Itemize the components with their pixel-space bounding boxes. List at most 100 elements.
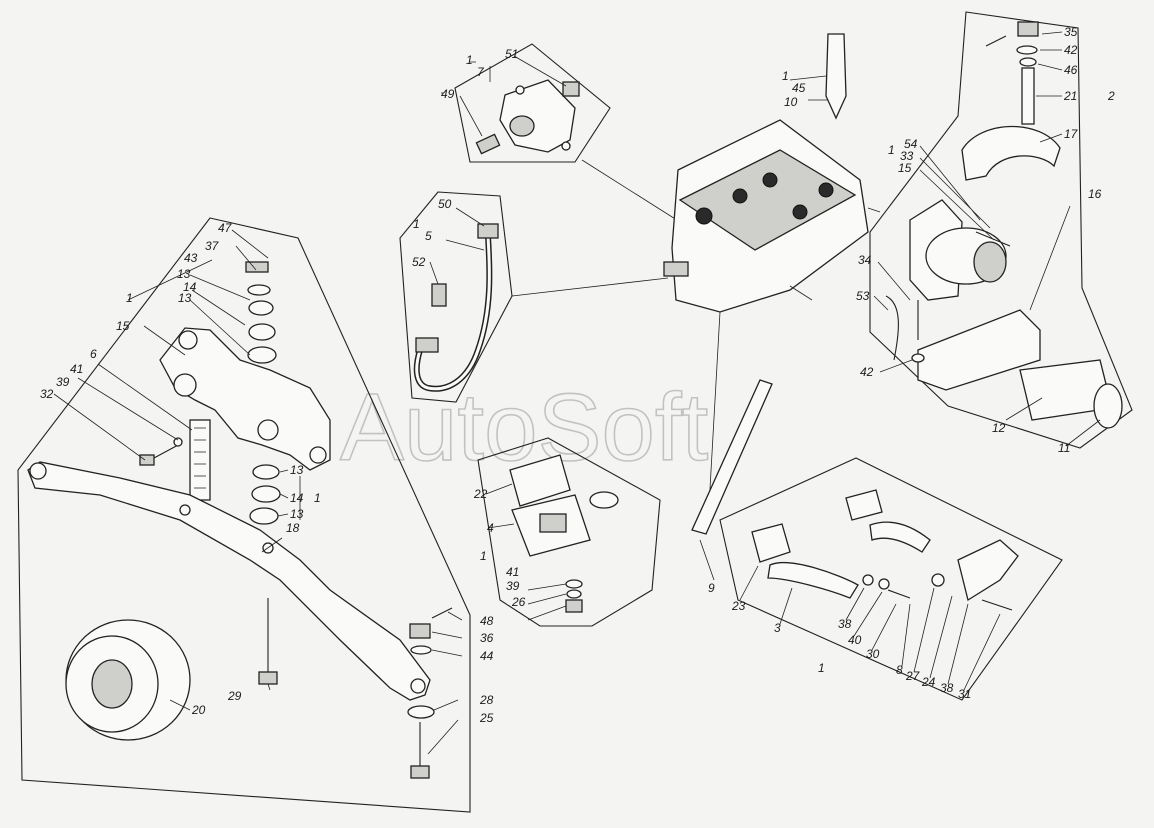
callout-6: 6 [90,347,97,361]
sleeve [589,491,619,509]
hose-outline [399,191,513,403]
washer-44 [410,645,432,655]
callout-43: 43 [184,251,198,265]
castle-nut-top [245,261,269,273]
callout-9: 9 [708,581,715,595]
fuel-pump-group [663,33,881,525]
callout-5: 5 [425,229,432,243]
callout-47: 47 [218,221,233,235]
cover-plate-group [441,43,681,223]
washer-38 [862,574,874,586]
clamp-outline [869,11,1133,449]
clamp-group [869,11,1133,449]
cover-plate-hole-b [561,141,571,151]
fitting-49 [475,133,501,155]
washer-39b [566,589,582,599]
cover-plate-outline [454,43,611,163]
cover-leader-lines [441,55,681,223]
callout-25: 25 [479,711,494,725]
callout-40: 40 [848,633,862,647]
ground-strap-braid [194,427,206,489]
callout-38b: 38 [940,681,954,695]
callout-8: 8 [896,663,903,677]
clamp-bore-inner [973,241,1007,283]
gasket-22 [509,454,571,507]
bracket-hole-top [178,330,198,350]
washer-46 [1019,57,1037,67]
callout-41a: 41 [70,362,83,376]
banjo-fitting-50 [477,223,499,239]
clamp-cap-17 [961,125,1061,181]
pipe-3 [767,562,859,599]
callout-39a: 39 [56,375,70,389]
callout-35: 35 [1064,25,1078,39]
cotter-pin [985,35,1007,47]
callout-29: 29 [227,689,242,703]
callout-44: 44 [480,649,494,663]
pulley-hub [91,659,133,709]
pump-drive-shaft [663,261,689,277]
callout-14b: 14 [290,491,304,505]
washer-41 [565,579,583,589]
callout-24: 24 [921,675,936,689]
callout-38a: 38 [838,617,852,631]
callout-46: 46 [1064,63,1078,77]
flange-23 [751,523,791,563]
callout-1b: 1 [314,491,321,505]
callout-34: 34 [858,253,872,267]
washer-42b [911,353,925,363]
callout-16: 16 [1088,187,1102,201]
callout-1f: 1 [480,549,487,563]
callout-3: 3 [774,621,781,635]
beam-hole-c [410,678,426,694]
fuel-lines-group [719,457,1063,701]
pump-element-3 [792,204,808,220]
fuel-lines-leader-lines [739,565,1001,691]
clamp-base-16 [917,309,1041,391]
callout-50: 50 [438,197,452,211]
flange-23b [845,489,883,521]
fuel-hose-group [399,191,669,403]
gasket-leader-lines [485,483,567,621]
cushion-13-d [249,507,279,525]
callout-7: 7 [477,65,485,79]
callout-2: 2 [1107,89,1115,103]
callout-21: 21 [1063,89,1077,103]
pump-element-1 [732,188,748,204]
cushion-14-top [248,323,276,341]
pipe-8 [869,521,931,553]
fuel-hose [413,235,493,392]
callout-41b: 41 [506,565,519,579]
callout-51: 51 [505,47,518,61]
callout-1d: 1 [413,217,420,231]
fitting-51 [562,81,580,97]
bolt-32-head [139,454,155,466]
callout-11: 11 [1058,441,1070,455]
lock-wire-34 [885,295,899,361]
cushion-13-c [252,464,280,480]
bolt-29-head [258,671,278,685]
callout-33: 33 [900,149,914,163]
beam-hole-a [179,504,191,516]
callout-49: 49 [441,87,455,101]
washer-28 [407,705,435,719]
left-group-outline [17,217,471,813]
callout-1e: 1 [782,69,789,83]
callout-48: 48 [480,614,494,628]
callout-45: 45 [792,81,806,95]
callout-31: 31 [958,687,971,701]
bracket-hole-mid [257,419,279,441]
callout-1g: 1 [818,661,825,675]
hose-leader-lines [429,207,669,297]
cover-plate-hole-a [515,85,525,95]
castle-nut-35 [1017,21,1039,37]
washer-42 [1016,45,1038,55]
drive-shaft-9 [691,379,773,535]
callout-30: 30 [866,647,880,661]
callout-22: 22 [473,487,488,501]
fitting-52 [431,283,447,307]
left-leader-lines [53,229,463,755]
callout-42a: 42 [1064,43,1078,57]
pump-leader-lines [707,75,881,525]
callout-39b: 39 [506,579,520,593]
